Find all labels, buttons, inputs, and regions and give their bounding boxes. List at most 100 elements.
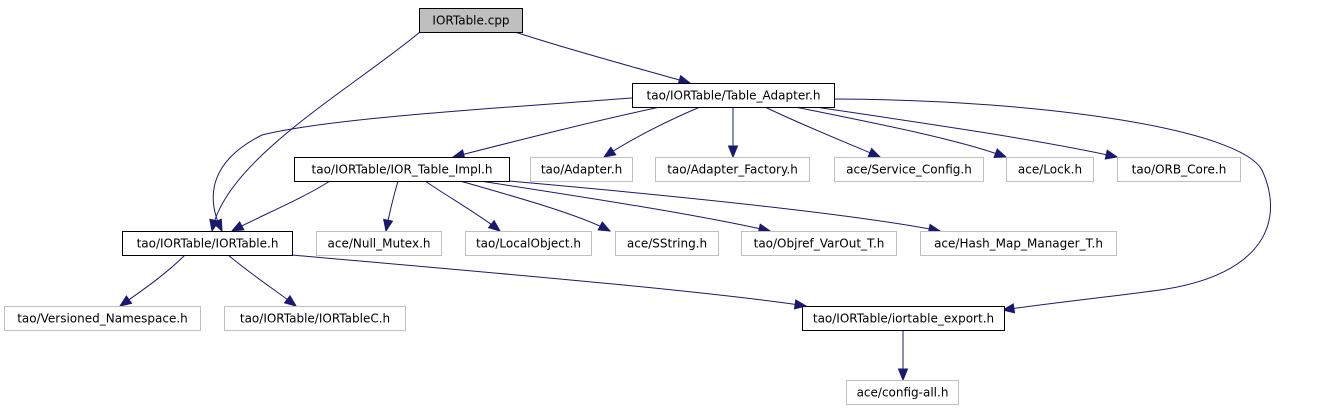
edge-line (459, 180, 611, 232)
node-label: tao/Adapter.h (541, 163, 622, 177)
node-label: IORTable.cpp (432, 14, 509, 28)
node-box (294, 157, 510, 182)
node-box (632, 83, 835, 108)
edge-line (603, 106, 701, 158)
edge-line (833, 98, 1271, 311)
node-adapter-factory-h: tao/Adapter_Factory.h (655, 157, 810, 182)
node-box (846, 380, 959, 405)
node-orb-core-h: tao/ORB_Core.h (1117, 157, 1241, 182)
node-iortable-h[interactable]: tao/IORTable/IORTable.h (122, 231, 293, 256)
node-box (1006, 157, 1094, 182)
edge-iortable_cpp-to-iortable_h (209, 31, 421, 233)
edge-line (291, 254, 807, 307)
edge-iortable_cpp-to-table_adapter_h (514, 31, 692, 85)
edge-table_adapter_h-to-service_config_h (764, 106, 882, 158)
edge-table_adapter_h-to-iortable_h (212, 97, 633, 233)
node-versioned-namespace-h: tao/Versioned_Namespace.h (4, 306, 201, 331)
node-label: tao/Versioned_Namespace.h (17, 312, 188, 326)
node-hash-map-manager-t-h: ace/Hash_Map_Manager_T.h (920, 231, 1117, 256)
node-label: ace/Service_Config.h (846, 163, 972, 177)
arrowhead-icon (230, 220, 245, 232)
node-table-adapter-h[interactable]: tao/IORTable/Table_Adapter.h (632, 83, 835, 108)
arrowhead-icon (727, 145, 739, 159)
node-null-mutex-h: ace/Null_Mutex.h (316, 231, 442, 256)
node-box (316, 231, 442, 256)
edge-iortable_h-to-versioned_namespace_h (118, 254, 186, 307)
node-box (802, 306, 1005, 331)
node-service-config-h: ace/Service_Config.h (834, 157, 984, 182)
edge-table_adapter_h-to-lock_h (794, 106, 1008, 159)
arrowhead-icon (993, 148, 1008, 159)
node-lock-h: ace/Lock.h (1006, 157, 1094, 182)
node-box (920, 231, 1117, 256)
edge-line (227, 254, 297, 307)
node-label: tao/IORTable/Table_Adapter.h (647, 89, 821, 103)
node-label: tao/IORTable/iortable_export.h (813, 312, 994, 326)
edge-line (424, 180, 501, 232)
node-box (834, 157, 984, 182)
edge-table_adapter_h-to-adapter_factory_h (727, 107, 739, 159)
edge-table_adapter_h-to-ior_table_impl_h (451, 106, 661, 160)
node-ior-table-impl-h[interactable]: tao/IORTable/IOR_Table_Impl.h (294, 157, 510, 182)
edge-ior_table_impl_h-to-iortable_h (230, 180, 331, 232)
edge-ior_table_impl_h-to-objref_varout_t_h (479, 180, 772, 234)
node-label: tao/IORTable/IOR_Table_Impl.h (312, 163, 493, 177)
node-box (655, 157, 810, 182)
node-iortablec-h: tao/IORTable/IORTableC.h (224, 306, 406, 331)
node-localobject-h: tao/LocalObject.h (465, 231, 592, 256)
edge-ior_table_impl_h-to-hash_map_manager_t_h (508, 180, 942, 234)
arrowhead-icon (1104, 149, 1119, 160)
edge-line (479, 180, 771, 232)
edge-table_adapter_h-to-iortable_export_h (833, 98, 1271, 314)
node-box (615, 231, 719, 256)
arrowhead-icon (383, 218, 394, 233)
edge-ior_table_impl_h-to-localobject_h (424, 180, 502, 232)
node-box (530, 157, 633, 182)
arrowhead-icon (118, 295, 133, 307)
arrowhead-icon (867, 147, 882, 158)
node-label: tao/Objref_VarOut_T.h (754, 237, 885, 251)
node-label: ace/SString.h (627, 237, 707, 251)
node-label: ace/config-all.h (857, 386, 949, 400)
node-iortable-cpp[interactable]: IORTable.cpp (419, 8, 523, 33)
arrowhead-icon (212, 218, 223, 233)
node-box (419, 8, 523, 33)
edge-iortable_h-to-iortable_export_h (291, 254, 808, 310)
edge-iortable_h-to-iortablec_h (227, 254, 298, 307)
node-label: tao/IORTable/IORTableC.h (240, 312, 390, 326)
arrowhead-icon (1001, 303, 1016, 314)
edge-line (514, 31, 691, 84)
node-label: tao/LocalObject.h (476, 237, 581, 251)
node-label: tao/Adapter_Factory.h (667, 163, 798, 177)
arrowhead-icon (487, 219, 502, 232)
node-label: ace/Hash_Map_Manager_T.h (934, 237, 1103, 251)
edge-line (119, 254, 186, 307)
edge-ior_table_impl_h-to-sstring_h (459, 180, 612, 232)
edge-line (212, 97, 633, 232)
edge-line (764, 106, 881, 158)
node-adapter-h: tao/Adapter.h (530, 157, 633, 182)
edge-ior_table_impl_h-to-null_mutex_h (383, 180, 399, 233)
node-label: ace/Lock.h (1018, 163, 1082, 177)
edge-line (211, 31, 421, 232)
node-box (224, 306, 406, 331)
arrowhead-icon (597, 221, 612, 232)
node-iortable-export-h[interactable]: tao/IORTable/iortable_export.h (802, 306, 1005, 331)
node-sstring-h: ace/SString.h (615, 231, 719, 256)
node-box (122, 231, 293, 256)
edge-line (794, 106, 1007, 158)
node-config-all-h: ace/config-all.h (846, 380, 959, 405)
edge-line (231, 180, 331, 232)
edge-table_adapter_h-to-adapter_h (602, 106, 701, 158)
arrowhead-icon (897, 368, 909, 382)
node-box (4, 306, 201, 331)
edge-line (814, 106, 1118, 158)
node-label: tao/IORTable/IORTable.h (137, 237, 279, 251)
node-box (1117, 157, 1241, 182)
node-box (741, 231, 897, 256)
arrowhead-icon (602, 146, 617, 158)
edge-line (452, 106, 661, 158)
edge-table_adapter_h-to-orb_core_h (814, 106, 1119, 160)
arrowhead-icon (283, 294, 298, 307)
